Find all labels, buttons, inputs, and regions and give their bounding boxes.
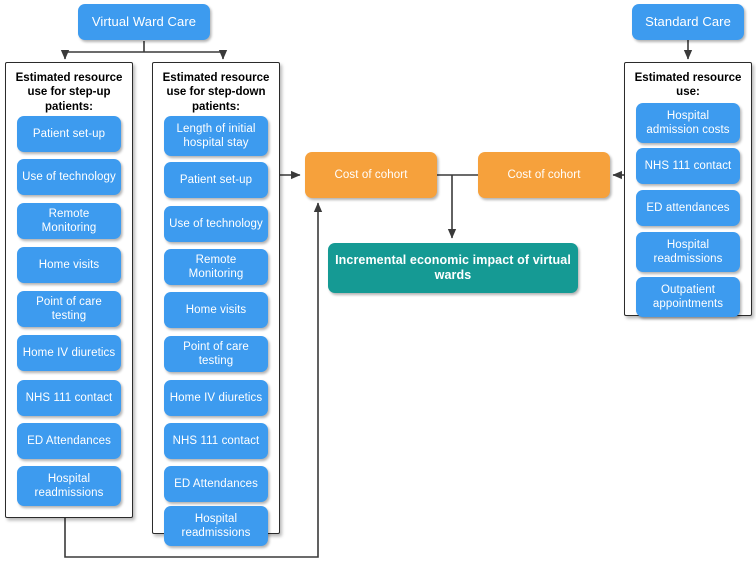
node-label: ED attendances (646, 201, 730, 214)
node-cost-of-cohort-standard-care[interactable]: Cost of cohort (478, 152, 610, 198)
node-label: NHS 111 contact (172, 434, 260, 447)
step-up-item-use-of-technology[interactable]: Use of technology (17, 159, 121, 195)
node-label: Home IV diuretics (22, 346, 116, 359)
node-label: Remote Monitoring (41, 207, 97, 234)
node-incremental-economic-impact[interactable]: Incremental economic impact of virtual w… (328, 243, 578, 293)
step-up-item-home-visits[interactable]: Home visits (17, 247, 121, 283)
node-label: Patient set-up (32, 127, 106, 140)
node-label: Standard Care (645, 14, 731, 30)
step-down-item-home-iv-diuretics[interactable]: Home IV diuretics (164, 380, 268, 416)
node-label: Hospital readmissions (34, 472, 104, 499)
step-down-item-length-of-initial-hospital-stay[interactable]: Length of initial hospital stay (164, 116, 268, 156)
node-label: Cost of cohort (334, 168, 408, 181)
node-label: NHS 111 contact (644, 159, 732, 172)
node-cost-of-cohort-virtual-ward[interactable]: Cost of cohort (305, 152, 437, 198)
standard-care-item-hospital-readmissions[interactable]: Hospital readmissions (636, 232, 740, 272)
step-down-item-use-of-technology[interactable]: Use of technology (164, 206, 268, 242)
step-down-item-remote-monitoring[interactable]: Remote Monitoring (164, 249, 268, 285)
node-virtual-ward-care[interactable]: Virtual Ward Care (78, 4, 210, 40)
step-down-item-home-visits[interactable]: Home visits (164, 292, 268, 328)
step-up-item-remote-monitoring[interactable]: Remote Monitoring (17, 203, 121, 239)
node-label: ED Attendances (174, 477, 258, 490)
node-label: Use of technology (22, 170, 116, 183)
standard-care-item-hospital-admission-costs[interactable]: Hospital admission costs (636, 103, 740, 143)
step-up-item-nhs-111-contact[interactable]: NHS 111 contact (17, 380, 121, 416)
node-label: Home visits (185, 303, 247, 316)
node-label: ED Attendances (27, 434, 111, 447)
step-up-item-point-of-care-testing[interactable]: Point of care testing (17, 291, 121, 327)
container-step-up-title: Estimated resource use for step-up patie… (15, 72, 123, 113)
standard-care-item-ed-attendances[interactable]: ED attendances (636, 190, 740, 226)
step-up-item-hospital-readmissions[interactable]: Hospital readmissions (17, 466, 121, 506)
node-label: Point of care testing (36, 295, 102, 322)
node-label: Length of initial hospital stay (176, 122, 256, 149)
node-label: Hospital readmissions (181, 512, 251, 539)
node-label: NHS 111 contact (25, 391, 113, 404)
node-label: Home IV diuretics (169, 391, 263, 404)
node-label: Virtual Ward Care (91, 14, 197, 30)
node-label: Hospital admission costs (646, 109, 730, 136)
node-label: Outpatient appointments (652, 283, 724, 310)
step-down-item-hospital-readmissions[interactable]: Hospital readmissions (164, 506, 268, 546)
container-standard-care-title: Estimated resource use: (634, 72, 742, 99)
node-label: Hospital readmissions (653, 238, 723, 265)
standard-care-item-nhs-111-contact[interactable]: NHS 111 contact (636, 148, 740, 184)
node-label: Use of technology (169, 217, 263, 230)
node-label: Remote Monitoring (188, 253, 244, 280)
step-down-item-nhs-111-contact[interactable]: NHS 111 contact (164, 423, 268, 459)
node-label: Patient set-up (179, 173, 253, 186)
step-down-item-patient-set-up[interactable]: Patient set-up (164, 162, 268, 198)
step-down-item-ed-attendances[interactable]: ED Attendances (164, 466, 268, 502)
step-up-item-home-iv-diuretics[interactable]: Home IV diuretics (17, 335, 121, 371)
node-standard-care[interactable]: Standard Care (632, 4, 744, 40)
container-step-down-title: Estimated resource use for step-down pat… (162, 72, 270, 113)
node-label: Incremental economic impact of virtual w… (335, 252, 571, 282)
node-label: Home visits (38, 258, 100, 271)
step-down-item-point-of-care-testing[interactable]: Point of care testing (164, 336, 268, 372)
step-up-item-patient-set-up[interactable]: Patient set-up (17, 116, 121, 152)
node-label: Cost of cohort (507, 168, 581, 181)
step-up-item-ed-attendances[interactable]: ED Attendances (17, 423, 121, 459)
standard-care-item-outpatient-appointments[interactable]: Outpatient appointments (636, 277, 740, 317)
node-label: Point of care testing (183, 340, 249, 367)
